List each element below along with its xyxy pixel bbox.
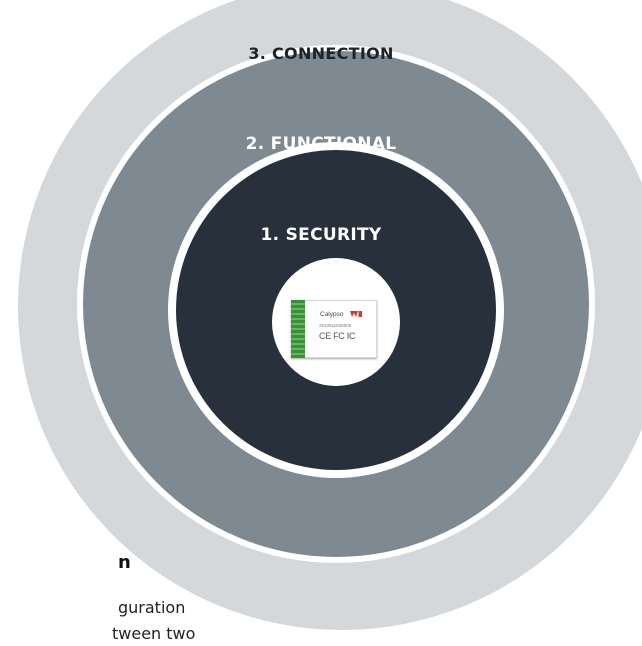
section-heading: n: [118, 552, 131, 573]
ring-label-security: 1. SECURITY: [260, 225, 382, 245]
body-text-line: tween two: [112, 624, 196, 643]
ring-label-functional: 2. FUNCTIONAL: [245, 134, 397, 154]
wireless-module-image: Calypso 2610011025000 CE FC IC: [291, 300, 377, 358]
body-text-line: guration: [118, 598, 186, 617]
brand-logo-icon: [350, 311, 362, 317]
module-name: Calypso: [320, 311, 344, 318]
module-part-number: 2610011025000: [319, 323, 352, 328]
module-pins: [291, 300, 305, 358]
ring-label-connection: 3. CONNECTION: [248, 44, 394, 63]
certification-marks: CE FC IC: [319, 331, 356, 341]
